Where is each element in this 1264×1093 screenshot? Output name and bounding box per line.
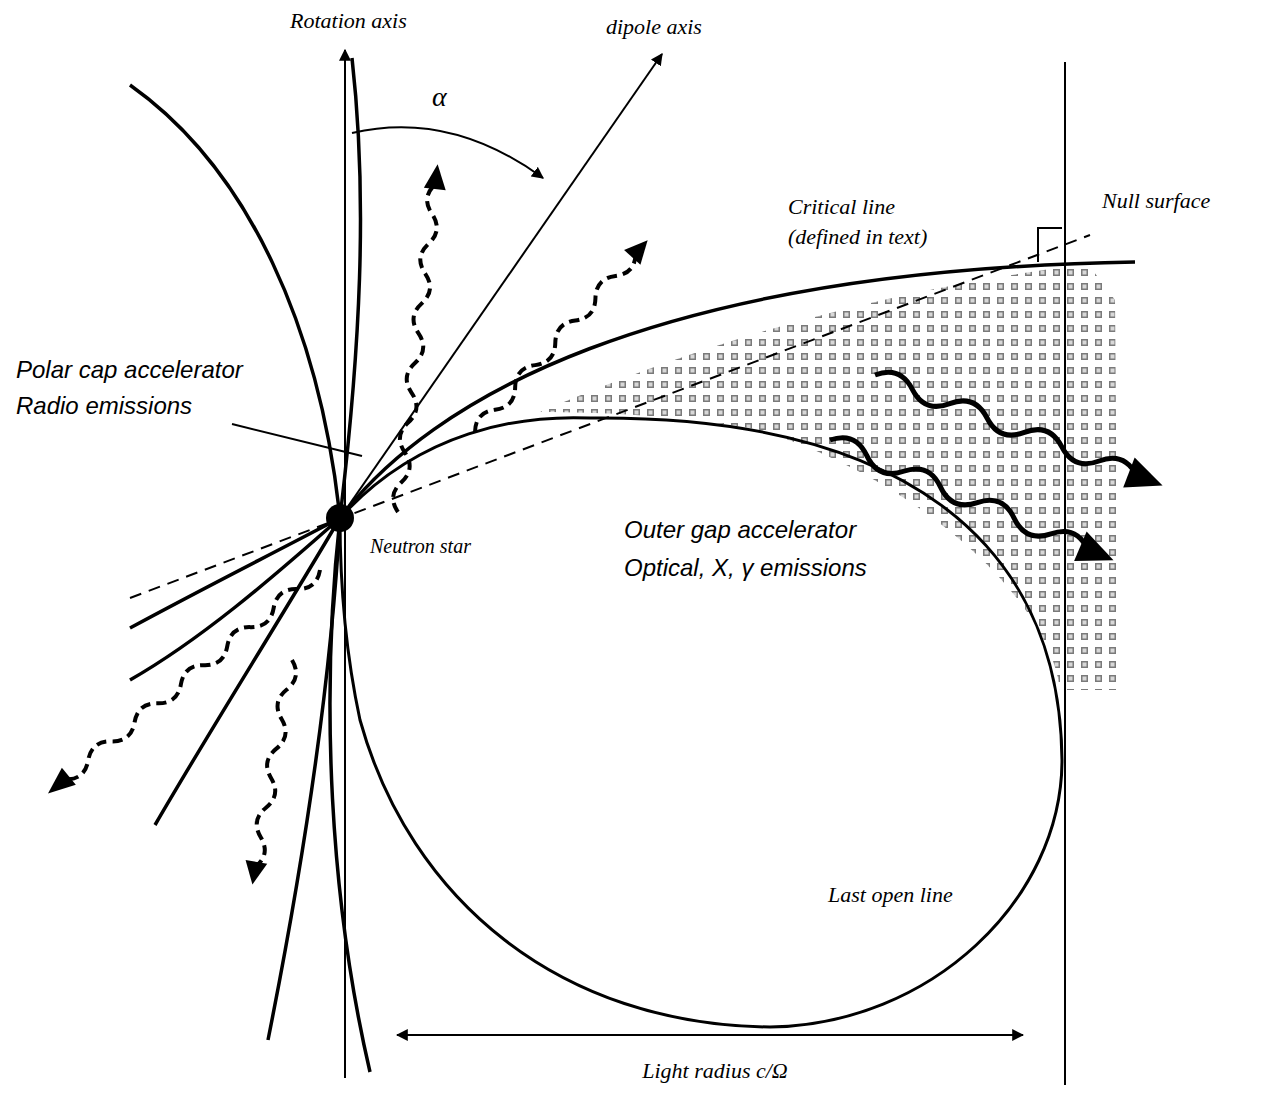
outer-gap-region [540, 264, 1118, 690]
emission-label: Optical, X, γ emissions [622, 554, 869, 583]
region-label: Polar cap accelerator [14, 356, 245, 385]
axis-label: dipole axis [604, 14, 704, 40]
last-open-line [340, 418, 1062, 1027]
radio-emission-arrow [242, 658, 303, 886]
emission-label: Radio emissions [14, 392, 194, 421]
leader-line [232, 424, 362, 456]
dimension-label: Light radius c/Ω [640, 1058, 789, 1084]
line-label: Last open line [826, 882, 955, 908]
dipole-axis [340, 54, 662, 518]
angle-arc [352, 127, 543, 178]
region-label: Outer gap accelerator [622, 516, 858, 545]
line-note: (defined in text) [786, 224, 929, 250]
critical-line [340, 262, 1135, 518]
dimension-arrow [397, 1034, 1023, 1036]
light-cylinder [1064, 62, 1066, 1085]
field-lines [130, 58, 1135, 1072]
neutron-star [326, 504, 354, 532]
radio-emission-arrow [387, 163, 448, 513]
line-label: Critical line [786, 194, 897, 220]
right-angle-mark [1038, 228, 1062, 262]
surface-label: Null surface [1100, 188, 1212, 214]
gamma-emission-arrow [869, 360, 1168, 500]
gamma-emission-arrow [824, 425, 1120, 575]
star-label: Neutron star [368, 534, 473, 558]
angle-label: α [430, 80, 449, 114]
axis-label: Rotation axis [288, 8, 409, 34]
radio-emission-arrow [467, 233, 656, 439]
radio-emission-arrow [41, 561, 327, 801]
